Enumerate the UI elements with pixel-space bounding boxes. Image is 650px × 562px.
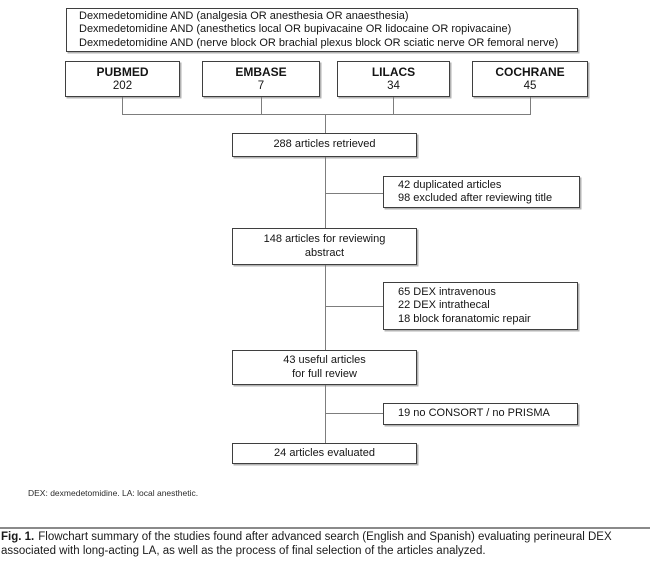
full-review-box: 43 useful articles for full review (232, 350, 417, 385)
figure-caption: Fig. 1.Flowchart summary of the studies … (1, 531, 649, 558)
connector-retrieved-to-abstract (325, 157, 326, 228)
excluded-abstract-line: 65 DEX intravenous (398, 285, 496, 298)
connector-branch-excluded-abstract (325, 306, 383, 307)
retrieved-box: 288 articles retrieved (232, 133, 417, 157)
abstract-review-line: abstract (304, 246, 345, 259)
database-count: 34 (387, 80, 400, 92)
caption-divider-line (0, 527, 650, 529)
evaluated-label: 24 articles evaluated (274, 446, 375, 459)
connector-bus-line (122, 114, 531, 115)
database-box-lilacs: LILACS 34 (337, 61, 450, 97)
database-name: PUBMED (96, 65, 149, 79)
connector-abstract-to-fullreview (325, 265, 326, 350)
retrieved-label: 288 articles retrieved (273, 138, 376, 151)
excluded-title-line: 98 excluded after reviewing title (398, 192, 553, 204)
search-query-line: Dexmedetomidine AND (analgesia OR anesth… (79, 9, 409, 22)
excluded-abstract-line: 22 DEX intrathecal (398, 299, 490, 312)
figure-caption-label: Fig. 1. (1, 531, 35, 543)
excluded-abstract-box: 65 DEX intravenous 22 DEX intrathecal 18… (383, 282, 578, 330)
excluded-abstract-line: 18 block foranatomic repair (398, 312, 531, 325)
figure-caption-text: Flowchart summary of the studies found a… (1, 531, 612, 557)
search-query-line: Dexmedetomidine AND (nerve block OR brac… (79, 36, 559, 49)
evaluated-box: 24 articles evaluated (232, 443, 417, 464)
excluded-full-line: 19 no CONSORT / no PRISMA (398, 407, 550, 420)
connector-branch-excluded-title (325, 193, 383, 194)
connector-branch-excluded-full (325, 413, 383, 414)
database-count: 7 (257, 80, 265, 92)
excluded-title-line: 42 duplicated articles (398, 178, 502, 191)
database-box-pubmed: PUBMED 202 (65, 61, 180, 97)
database-count: 202 (112, 80, 133, 92)
abbreviation-footnote: DEX: dexmedetomidine. LA: local anesthet… (28, 488, 199, 498)
full-review-line: 43 useful articles (283, 354, 366, 366)
database-box-cochrane: COCHRANE 45 (472, 61, 588, 97)
search-query-line: Dexmedetomidine AND (anesthetics local O… (79, 23, 512, 36)
connector-drop-to-retrieved (325, 114, 326, 133)
database-box-embase: EMBASE 7 (202, 61, 320, 97)
database-count: 45 (523, 80, 537, 92)
connector-stub-pubmed (122, 97, 123, 115)
database-name: COCHRANE (495, 65, 565, 79)
database-name: EMBASE (235, 65, 287, 79)
search-query-box: Dexmedetomidine AND (analgesia OR anesth… (66, 8, 578, 52)
excluded-full-box: 19 no CONSORT / no PRISMA (383, 403, 578, 425)
excluded-title-box: 42 duplicated articles 98 excluded after… (383, 176, 580, 208)
abstract-review-box: 148 articles for reviewing abstract (232, 228, 417, 265)
connector-stub-lilacs (393, 97, 394, 115)
full-review-line: for full review (292, 367, 357, 380)
connector-stub-embase (261, 97, 262, 115)
connector-stub-cochrane (530, 97, 531, 115)
abstract-review-line: 148 articles for reviewing (263, 233, 386, 245)
connector-fullreview-to-evaluated (325, 385, 326, 443)
database-name: LILACS (371, 65, 416, 79)
